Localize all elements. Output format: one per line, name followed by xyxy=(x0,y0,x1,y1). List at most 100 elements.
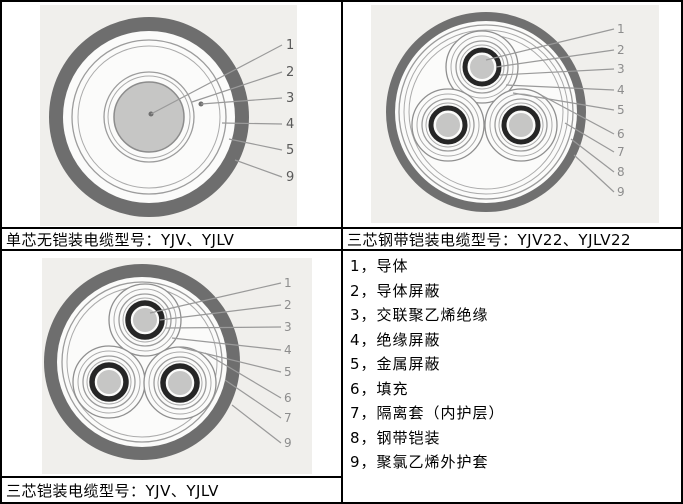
diagram-label: 6 xyxy=(617,127,625,141)
three-core-cable-diagram: 1 2 3 4 5 6 7 9 xyxy=(42,258,312,474)
leader-line-6 xyxy=(540,94,615,135)
leader-line-1 xyxy=(149,282,282,314)
diagram-label: 2 xyxy=(617,43,625,57)
leader-line-7 xyxy=(224,379,282,419)
legend-item: 2，导体屏蔽 xyxy=(350,281,441,300)
leader-line-9 xyxy=(231,404,282,444)
conductor xyxy=(436,113,460,137)
caption-text: 三芯铠装电缆型号：YJV、YJLV xyxy=(6,481,219,500)
leader-line-2 xyxy=(159,304,282,321)
diagram-label: 2 xyxy=(286,65,294,80)
conductor xyxy=(97,370,121,394)
core-top xyxy=(445,30,519,104)
caption-text: 三芯钢带铠装电缆型号：YJV22、YJLV22 xyxy=(347,230,632,249)
legend-item: 9，聚氯乙烯外护套 xyxy=(350,453,489,471)
cell-three-core-diagram: 1 2 3 4 5 6 7 9 xyxy=(2,251,343,478)
conductor xyxy=(133,308,157,332)
core-ring xyxy=(498,102,544,148)
diagram-label: 9 xyxy=(617,185,625,199)
leader-line-5 xyxy=(228,138,283,151)
core-ring xyxy=(153,356,207,410)
core-left xyxy=(72,345,146,419)
diagram-label: 5 xyxy=(286,143,294,158)
diagram-label: 4 xyxy=(284,343,292,357)
legend-item: 6，填充 xyxy=(350,379,409,398)
insulation-shield-ring xyxy=(77,45,221,189)
caption-single-core: 单芯无铠装电缆型号：YJV、YJLV xyxy=(2,229,343,251)
core-ring xyxy=(122,297,168,343)
conductor xyxy=(168,371,192,395)
core-right xyxy=(484,88,558,162)
diagram-label: 3 xyxy=(284,320,292,334)
diagram-label: 1 xyxy=(284,276,292,290)
diagram-label: 3 xyxy=(617,62,625,76)
diagram-label: 7 xyxy=(617,145,625,159)
caption-three-core: 三芯铠装电缆型号：YJV、YJLV xyxy=(2,478,343,502)
diagram-label: 2 xyxy=(284,298,292,312)
legend-item: 4，绝缘屏蔽 xyxy=(350,330,441,349)
leader-line-4 xyxy=(171,337,282,351)
diagram-label: 1 xyxy=(617,22,625,36)
diagram-label: 7 xyxy=(284,411,292,425)
leader-line-2 xyxy=(495,49,615,68)
caption-text: 单芯无铠装电缆型号：YJV、YJLV xyxy=(6,230,235,249)
leader-line-8 xyxy=(570,138,615,173)
cell-single-core-diagram: 1 2 3 4 5 9 xyxy=(2,2,343,229)
legend-item: 5，金属屏蔽 xyxy=(350,355,441,373)
conductor xyxy=(509,113,533,137)
conductor xyxy=(113,81,185,153)
three-core-armoured-cable-diagram: 1 2 3 4 5 6 7 8 9 xyxy=(371,5,659,223)
conductor-shield xyxy=(160,363,200,403)
core-right xyxy=(143,346,217,420)
conductor-shield xyxy=(501,105,541,145)
conductor xyxy=(470,55,494,79)
leader-line-2 xyxy=(191,71,283,103)
conductor-shield xyxy=(428,105,468,145)
diagram-label: 5 xyxy=(284,365,292,379)
three-core-armoured-svg: 1 2 3 4 5 6 7 8 9 xyxy=(386,12,625,212)
diagram-label: 8 xyxy=(617,165,625,179)
three-core-svg: 1 2 3 4 5 6 7 9 xyxy=(44,264,292,460)
caption-three-core-steel-tape: 三芯钢带铠装电缆型号：YJV22、YJLV22 xyxy=(343,229,681,251)
conductor-shield-ring-outer xyxy=(103,71,195,163)
legend-item: 1，导体 xyxy=(350,257,409,275)
leader-line-6 xyxy=(204,352,282,399)
inner-sheath-ring xyxy=(403,29,569,195)
legend-item: 3，交联聚乙烯绝缘 xyxy=(350,306,489,324)
leader-line-5 xyxy=(178,346,282,373)
core-ring xyxy=(118,293,172,347)
metal-shield-ring xyxy=(71,39,227,195)
core-ring xyxy=(77,350,141,414)
core-ring xyxy=(86,359,132,405)
leader-line-4 xyxy=(505,84,615,91)
diagram-label: 3 xyxy=(286,91,294,106)
inner-sheath-ring xyxy=(61,281,223,443)
diagram-label: 9 xyxy=(286,170,294,185)
core-ring xyxy=(416,93,480,157)
diagram-label: 4 xyxy=(286,117,294,132)
single-core-cable-diagram: 1 2 3 4 5 9 xyxy=(40,5,297,226)
core-ring xyxy=(494,98,548,152)
core-ring xyxy=(113,288,177,352)
diagram-label: 6 xyxy=(284,391,292,405)
core-ring xyxy=(455,40,509,94)
leader-line-7 xyxy=(564,122,615,153)
leader-line-3 xyxy=(164,326,282,329)
legend-list: 1，导体 2，导体屏蔽 3，交联聚乙烯绝缘 4，绝缘屏蔽 5，金属屏蔽 6，填充… xyxy=(343,251,681,502)
leader-line-9 xyxy=(234,159,283,178)
core-ring xyxy=(450,35,514,99)
core-ring xyxy=(82,355,136,409)
leader-line-3 xyxy=(200,97,283,105)
leader-line-5 xyxy=(512,92,615,111)
leader-line-1 xyxy=(485,28,615,61)
diagram-label: 5 xyxy=(617,103,625,117)
core-left xyxy=(411,88,485,162)
core-ring xyxy=(157,360,203,406)
conductor-shield-ring-inner xyxy=(107,75,191,159)
diagram-label: 1 xyxy=(286,38,294,53)
cell-three-core-armoured-diagram: 1 2 3 4 5 6 7 8 9 xyxy=(343,2,681,229)
leader-line-9 xyxy=(573,154,615,193)
legend-item: 7，隔离套（内护层） xyxy=(350,404,505,422)
single-core-cable-svg: 1 2 3 4 5 9 xyxy=(49,17,294,217)
